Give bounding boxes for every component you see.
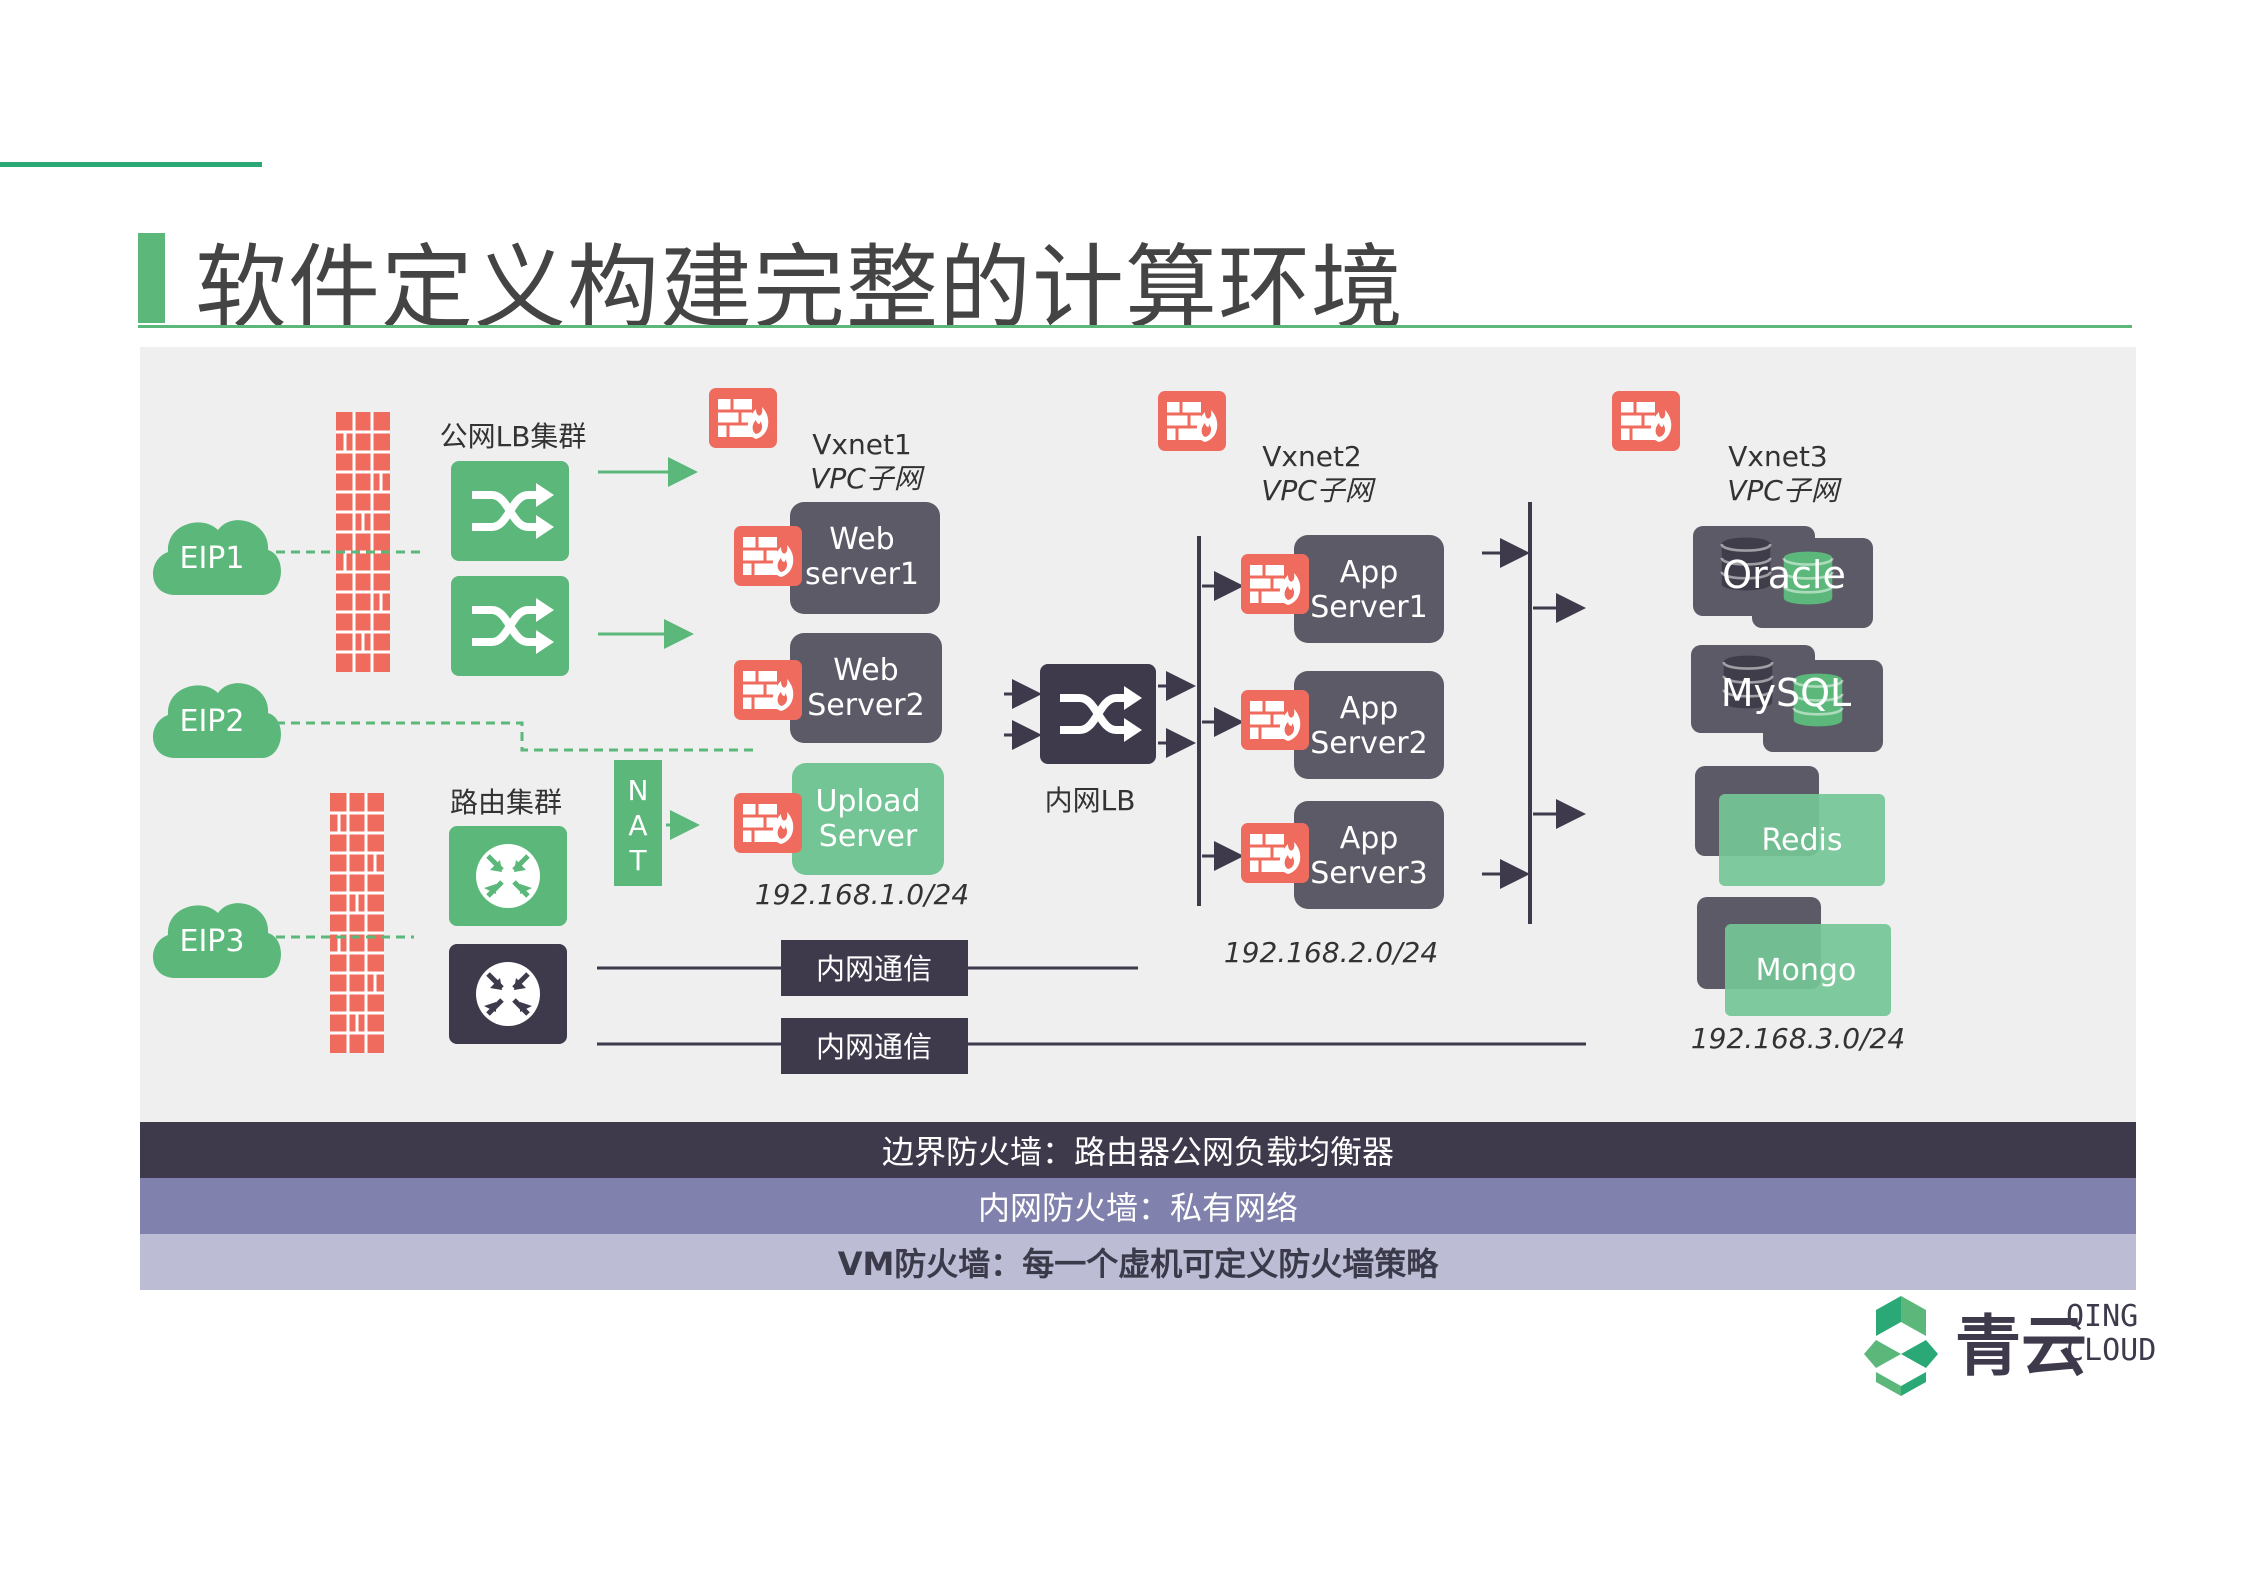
oracle-label: Oracle [1722,553,1846,597]
mongo-db[interactable]: Mongo [1697,897,1891,1016]
logo-en-text: QING CLOUD [2066,1299,2157,1368]
router-cluster-label: 路由集群 [450,786,562,819]
vxnet3-sub: VPC子网 [1727,474,1843,507]
web-server1-firewall-icon [733,525,803,587]
oracle-db[interactable]: Oracle [1693,526,1873,628]
router-1[interactable] [449,826,567,926]
eip1-cloud[interactable]: EIP1 [152,520,281,595]
redis-label: Redis [1762,823,1843,858]
vxnet3-cidr: 192.168.3.0/24 [1691,1022,1905,1055]
title-underline [138,325,2132,328]
internal-comm-2: 内网通信 [781,1018,968,1074]
router-icon [476,962,540,1026]
web-server2-firewall-icon [733,659,803,721]
upload-server[interactable]: Upload Server [792,763,944,875]
internal-comm-1-label: 内网通信 [816,952,932,986]
internal-comm-2-label: 内网通信 [816,1030,932,1064]
app-server1-firewall-icon [1240,553,1310,615]
redis-db[interactable]: Redis [1695,766,1885,886]
app-server2-firewall-icon [1240,689,1310,751]
logo-cn-text: 青云 [1955,1308,2087,1385]
vxnet3-firewall-icon [1611,390,1681,452]
inner-lb-label: 内网LB [1045,784,1136,817]
app-server1-line2: Server1 [1310,590,1427,625]
vxnet2-name: Vxnet2 [1262,440,1362,473]
vxnet2-to-bus3-arrows [1482,538,1530,889]
web-server1[interactable]: Web server1 [790,502,940,614]
web-server1-line1: Web [829,522,894,557]
upload-server-firewall-icon [733,792,803,854]
vxnet2-sub: VPC子网 [1261,474,1377,507]
vxnet2-firewall-icon [1157,390,1227,452]
band-border-firewall: 边界防火墙：路由器公网负载均衡器 [140,1122,2136,1178]
inner-lb-output-arrows [1158,671,1196,758]
page-title: 软件定义构建完整的计算环境 [195,235,1405,342]
band-internal-firewall: 内网防火墙：私有网络 [140,1178,2136,1234]
web-server2-line1: Web [833,653,898,688]
vxnet3-arrows [1533,593,1586,829]
app-server3-line1: App [1340,821,1399,856]
app-server3[interactable]: App Server3 [1294,801,1444,909]
inner-lb-input-arrows [1004,679,1042,750]
perimeter-firewall-top [336,412,390,672]
router-icon [476,844,540,908]
vxnet3-name: Vxnet3 [1728,440,1828,473]
app-server1[interactable]: App Server1 [1294,535,1444,643]
vxnet1-cidr: 192.168.1.0/24 [755,878,969,911]
web-server2-line2: Server2 [807,688,924,723]
eip3-cloud[interactable]: EIP3 [152,903,281,978]
mysql-db[interactable]: MySQL [1691,645,1883,752]
nat-box[interactable]: N A T [614,760,662,886]
nat-letter-n: N [628,774,649,807]
qingcloud-logo-icon [1864,1296,1938,1396]
eip2-label: EIP2 [180,704,245,739]
app-server3-firewall-icon [1240,822,1310,884]
internal-comm-1: 内网通信 [781,940,968,996]
mongo-label: Mongo [1756,953,1857,988]
eip3-label: EIP3 [180,924,245,959]
vxnet1-name: Vxnet1 [812,428,912,461]
nat-letter-t: T [628,844,647,877]
band-vm-firewall: VM防火墙：每一个虚机可定义防火墙策略 [140,1234,2136,1290]
app-server2-line1: App [1340,691,1399,726]
vxnet2-cidr: 192.168.2.0/24 [1224,936,1438,969]
title-accent-bar [138,233,165,323]
eip1-label: EIP1 [180,541,245,576]
upload-server-line2: Server [819,819,918,854]
app-server2-line2: Server2 [1310,726,1427,761]
eip2-cloud[interactable]: EIP2 [152,683,281,758]
inner-lb[interactable] [1040,664,1156,764]
app-server3-line2: Server3 [1310,856,1427,891]
vxnet1-firewall-icon [708,387,778,449]
mysql-label: MySQL [1721,671,1851,715]
router-2[interactable] [449,944,567,1044]
upload-server-line1: Upload [815,784,920,819]
vxnet2-arrows [1202,571,1244,871]
app-server2[interactable]: App Server2 [1294,671,1444,779]
firewall-legend-bands: 边界防火墙：路由器公网负载均衡器 内网防火墙：私有网络 VM防火墙：每一个虚机可… [140,1122,2136,1290]
app-server1-line1: App [1340,555,1399,590]
nat-letter-a: A [628,809,647,842]
web-server1-line2: server1 [805,557,919,592]
perimeter-firewall-bottom [330,793,384,1053]
public-lb-1[interactable] [451,461,569,561]
eip-dashed-links [276,550,758,939]
lb-cluster-label: 公网LB集群 [440,420,587,453]
vxnet1-sub: VPC子网 [810,462,926,495]
public-lb-2[interactable] [451,576,569,676]
web-server2[interactable]: Web Server2 [790,633,942,743]
top-accent-rule [0,162,262,167]
